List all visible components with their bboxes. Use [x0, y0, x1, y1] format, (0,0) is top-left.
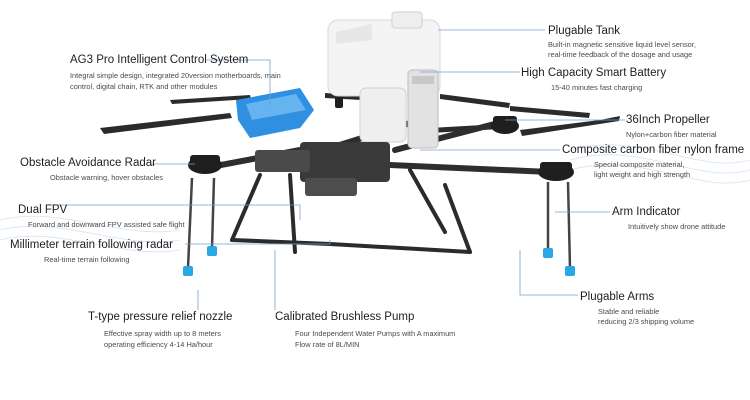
label-arm-indicator: Arm Indicator Intuitively show drone att… [612, 205, 725, 232]
label-composite-frame: Composite carbon fiber nylon frame Speci… [562, 143, 744, 180]
label-nozzle: T-type pressure relief nozzle Effective … [88, 310, 232, 350]
label-plugable-tank: Plugable Tank Built-in magnetic sensitiv… [548, 24, 696, 60]
controller [236, 88, 314, 138]
label-terrain-radar: Millimeter terrain following radar Real-… [10, 238, 173, 265]
body [255, 142, 390, 196]
label-title: High Capacity Smart Battery [521, 67, 667, 79]
landing-gear [230, 168, 472, 254]
label-title: Plugable Tank [548, 25, 621, 37]
nozzle-rods [186, 177, 572, 269]
label-desc: Intuitively show drone attitude [628, 222, 726, 231]
battery [407, 69, 439, 149]
label-title: 36Inch Propeller [626, 114, 710, 126]
label-desc: Nylon+carbon fiber material [626, 130, 717, 139]
label-title: Plugable Arms [580, 291, 655, 303]
label-desc: Effective spray width up to 8 meters [104, 329, 221, 338]
label-title: Calibrated Brushless Pump [275, 311, 415, 323]
label-desc: Stable and reliable [598, 307, 660, 316]
label-desc: real-time feedback of the dosage and usa… [548, 50, 693, 59]
label-title: Obstacle Avoidance Radar [20, 157, 156, 169]
label-smart-battery: High Capacity Smart Battery 15-40 minute… [521, 66, 666, 93]
nozzle-icon [183, 246, 575, 276]
label-obstacle-radar: Obstacle Avoidance Radar Obstacle warnin… [20, 156, 163, 183]
label-title: Millimeter terrain following radar [10, 239, 173, 251]
label-title: Arm Indicator [612, 206, 681, 218]
label-desc: Obstacle warning, hover obstacles [50, 173, 163, 182]
label-plugable-arms: Plugable Arms Stable and reliable reduci… [580, 290, 694, 327]
label-title: Composite carbon fiber nylon frame [562, 144, 745, 156]
label-desc: Real-time terrain following [44, 255, 130, 264]
label-desc: reducing 2/3 shipping volume [598, 317, 695, 326]
decorative-waves [0, 144, 750, 253]
label-desc: Special composite material, [594, 160, 685, 169]
label-desc: Flow rate of 8L/MIN [295, 340, 360, 349]
label-desc: Built-in magnetic sensitive liquid level… [548, 40, 696, 49]
label-title: T-type pressure relief nozzle [88, 311, 233, 323]
label-control-system: AG3 Pro Intelligent Control System Integ… [70, 53, 281, 92]
label-dual-fpv: Dual FPV Forward and downward FPV assist… [18, 203, 185, 230]
label-desc: Forward and downward FPV assisted safe f… [28, 220, 185, 229]
label-desc: operating efficiency 4-14 Ha/hour [104, 340, 213, 349]
label-desc: 15-40 minutes fast charging [551, 83, 643, 92]
label-title: Dual FPV [18, 204, 68, 216]
label-desc: control, digital chain, RTK and other mo… [70, 82, 218, 91]
label-brushless-pump: Calibrated Brushless Pump Four Independe… [275, 310, 455, 350]
label-desc: Four Independent Water Pumps with A maxi… [295, 329, 456, 338]
label-title: AG3 Pro Intelligent Control System [70, 54, 249, 66]
leader-lines [50, 29, 625, 310]
label-desc: Integral simple design, integrated 20ver… [70, 71, 281, 80]
label-propeller: 36Inch Propeller Nylon+carbon fiber mate… [626, 113, 717, 140]
label-desc: light weight and high strength [594, 170, 691, 179]
